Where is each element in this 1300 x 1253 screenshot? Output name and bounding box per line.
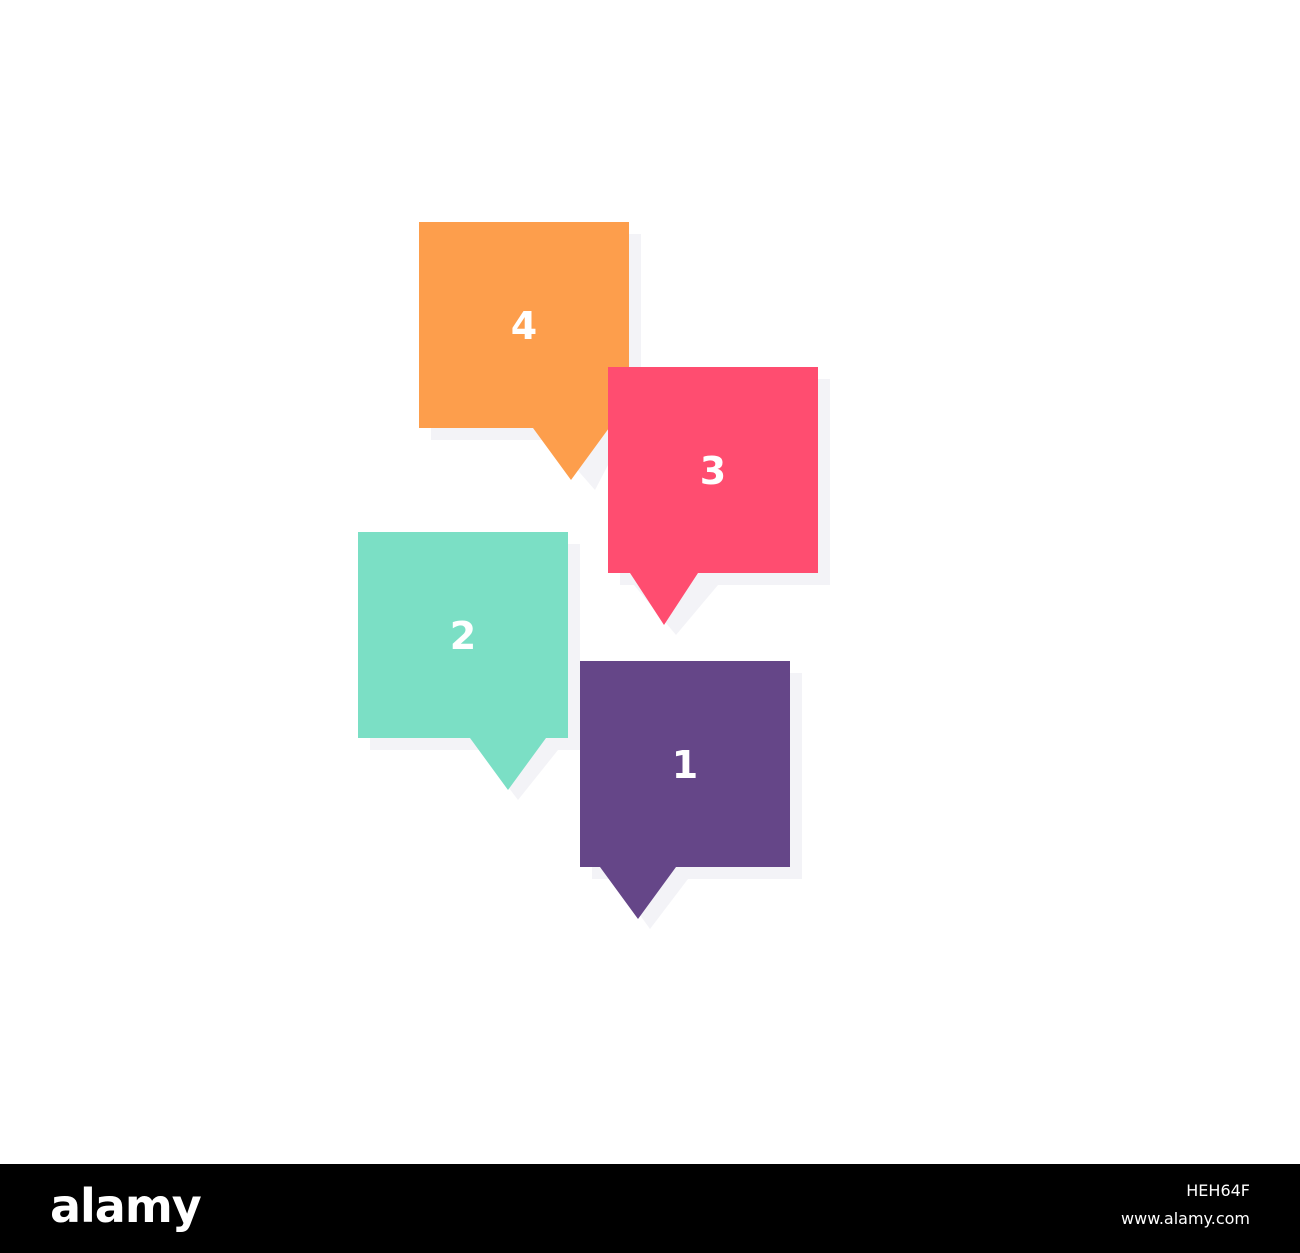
watermark-footer: alamy HEH64F www.alamy.com — [0, 1164, 1300, 1253]
speech-bubble-3: 3 — [608, 367, 830, 635]
speech-bubble-shape — [419, 222, 641, 490]
alamy-logo: alamy — [50, 1179, 202, 1233]
speech-bubble-2: 2 — [358, 532, 580, 800]
bubble-number-1: 1 — [671, 743, 699, 787]
bubble-number-4: 4 — [510, 304, 538, 348]
image-id: HEH64F — [1186, 1181, 1250, 1200]
diagram-canvas: 4 3 2 1 — [358, 222, 830, 929]
speech-bubble-shape — [608, 367, 830, 635]
speech-bubble-1: 1 — [580, 661, 802, 929]
bubble-number-2: 2 — [449, 614, 477, 658]
speech-bubble-4: 4 — [419, 222, 641, 490]
footer-info: HEH64F www.alamy.com — [1121, 1180, 1250, 1230]
site-url: www.alamy.com — [1121, 1209, 1250, 1228]
speech-bubble-shape — [358, 532, 580, 800]
bubble-number-3: 3 — [699, 449, 727, 493]
speech-bubble-shape — [580, 661, 802, 929]
